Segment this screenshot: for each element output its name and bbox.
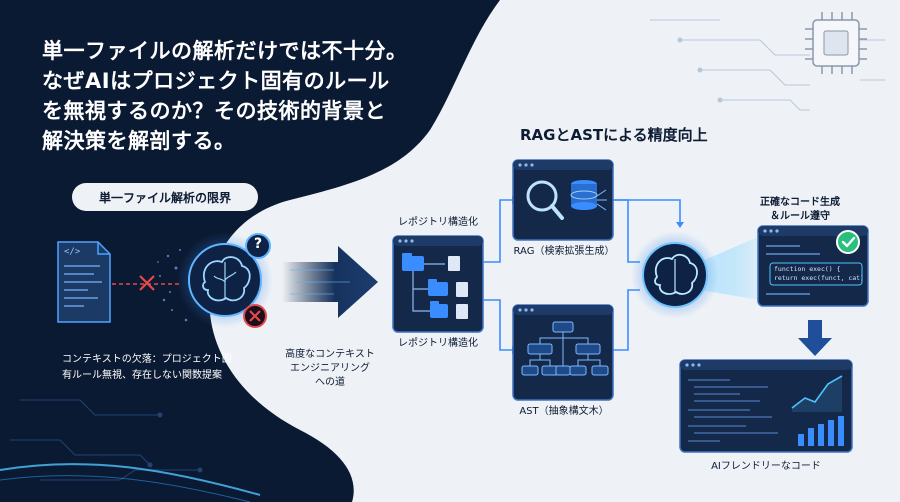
question-badge — [245, 233, 271, 259]
final-code-window — [679, 359, 853, 453]
dark-wave-panel — [0, 0, 500, 502]
file-tag-text: </> — [64, 247, 81, 257]
rag-window — [512, 159, 614, 241]
cross-mark-icon — [139, 275, 155, 291]
circuit-decoration-left — [10, 399, 203, 481]
code-line-1: function exec() { — [774, 265, 841, 273]
glow-streak — [0, 463, 261, 496]
ast-window — [512, 304, 614, 401]
question-mark-icon: ? — [253, 236, 263, 252]
code-file-icon — [57, 241, 111, 323]
circuit-decoration-right — [650, 19, 885, 111]
ast-label: AST（抽象構文木） — [519, 406, 609, 417]
result-label-line-2: ＆ルール遵守 — [770, 211, 830, 222]
repo-structure-window — [392, 235, 484, 333]
transition-caption: 高度なコンテキスト エンジニアリング への道 — [268, 348, 392, 390]
limit-caption-line-2: 有ルール無視、存在しない関数提案 — [62, 370, 222, 381]
brain-icon-right — [642, 242, 708, 308]
headline-line-3: を無視するのか？その技術的背景と — [42, 99, 386, 123]
transition-caption-line-2: エンジニアリング — [290, 363, 370, 374]
rag-label: RAG（検索拡張生成） — [513, 246, 615, 257]
repo-label-bottom: レポジトリ構造化 — [398, 338, 478, 349]
result-label: 正確なコード生成 ＆ルール遵守 — [740, 196, 860, 224]
code-line-2: return exec(funct, cat); — [774, 274, 862, 282]
brain-icon-left — [188, 243, 262, 317]
success-check-icon — [836, 230, 860, 254]
error-badge — [243, 304, 267, 328]
headline: 単一ファイルの解析だけでは不十分。 なぜAIはプロジェクト固有のルール を無視す… — [42, 36, 442, 156]
transition-caption-line-1: 高度なコンテキスト — [285, 349, 375, 360]
headline-line-1: 単一ファイルの解析だけでは不十分。 — [42, 39, 408, 63]
limit-pill-label: 単一ファイル解析の限界 — [72, 183, 258, 211]
headline-line-4: 解決策を解剖する。 — [42, 129, 236, 153]
result-label-line-1: 正確なコード生成 — [760, 197, 840, 208]
cpu-chip-icon — [805, 12, 867, 74]
code-snippet: function exec() { return exec(funct, cat… — [774, 265, 862, 283]
particle-dots — [157, 249, 188, 322]
section-title: RAGとASTによる精度向上 — [520, 126, 708, 144]
transition-caption-line-3: への道 — [315, 377, 345, 388]
final-label: AIフレンドリーなコード — [711, 461, 821, 472]
limit-caption: コンテキストの欠落：プロジェクト固 有ルール無視、存在しない関数提案 — [62, 352, 262, 384]
repo-label-top: レポジトリ構造化 — [398, 217, 478, 228]
down-arrow — [798, 320, 832, 356]
headline-line-2: なぜAIはプロジェクト固有のルール — [42, 69, 390, 93]
limit-caption-line-1: コンテキストの欠落：プロジェクト固 — [62, 354, 232, 365]
big-transition-arrow — [282, 246, 378, 318]
